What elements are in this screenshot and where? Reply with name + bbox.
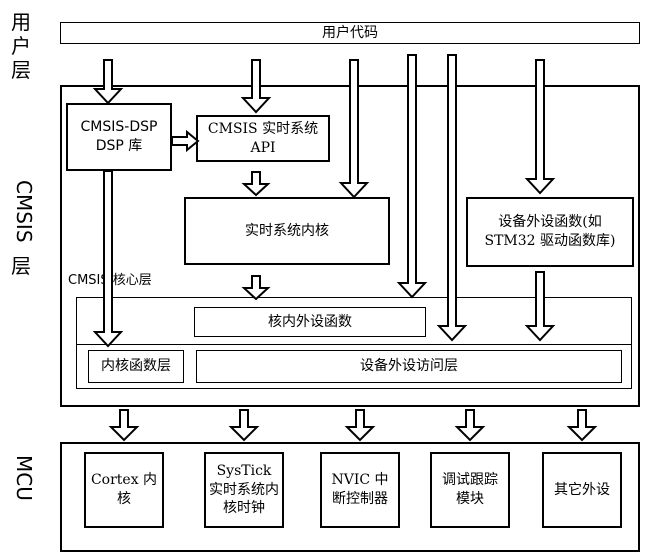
arrow-user-to-device-func [524,59,556,195]
arrow-user-to-access [436,54,468,342]
user-layer-label: 用户层 [11,10,31,82]
arrow-to-debug [454,409,486,442]
mcu-layer-label: MCU [12,455,36,501]
arrow-dsp-to-core-func [92,170,124,348]
rtos-api-box: CMSIS 实时系统 API [196,115,330,162]
rtos-kernel-box: 实时系统内核 [184,197,390,265]
arrow-to-other [566,409,598,442]
arrow-to-systick [228,409,260,442]
systick-box: SysTick 实时系统内核时钟 [204,452,284,528]
user-code-box: 用户代码 [60,22,640,44]
cortex-core-box: Cortex 内核 [84,452,164,528]
device-access-layer-box: 设备外设访问层 [196,350,622,383]
arrow-to-cortex [108,409,140,442]
arrow-user-to-dsp [92,59,124,105]
debug-trace-box: 调试跟踪模块 [430,452,510,528]
cmsis-layer-label-cn: 层 [11,254,31,278]
arrow-device-func-to-access [524,271,556,342]
arrow-dsp-to-api [171,129,200,153]
arrow-user-to-kernel [338,59,370,199]
arrow-to-nvic [344,409,376,442]
cmsis-layer-label: CMSIS [12,180,36,243]
arrow-api-to-kernel [241,171,271,197]
arrow-user-to-core-periph [396,54,428,299]
arrow-kernel-to-core [241,275,271,301]
arrow-user-to-api [240,59,272,114]
core-func-layer-box: 内核函数层 [88,350,184,383]
nvic-box: NVIC 中断控制器 [320,452,400,528]
other-periph-box: 其它外设 [542,452,622,528]
cmsis-dsp-box: CMSIS-DSP DSP 库 [66,103,172,171]
device-periph-func-box: 设备外设函数(如 STM32 驱动函数库) [466,197,634,267]
core-periph-func-box: 核内外设函数 [194,307,426,337]
